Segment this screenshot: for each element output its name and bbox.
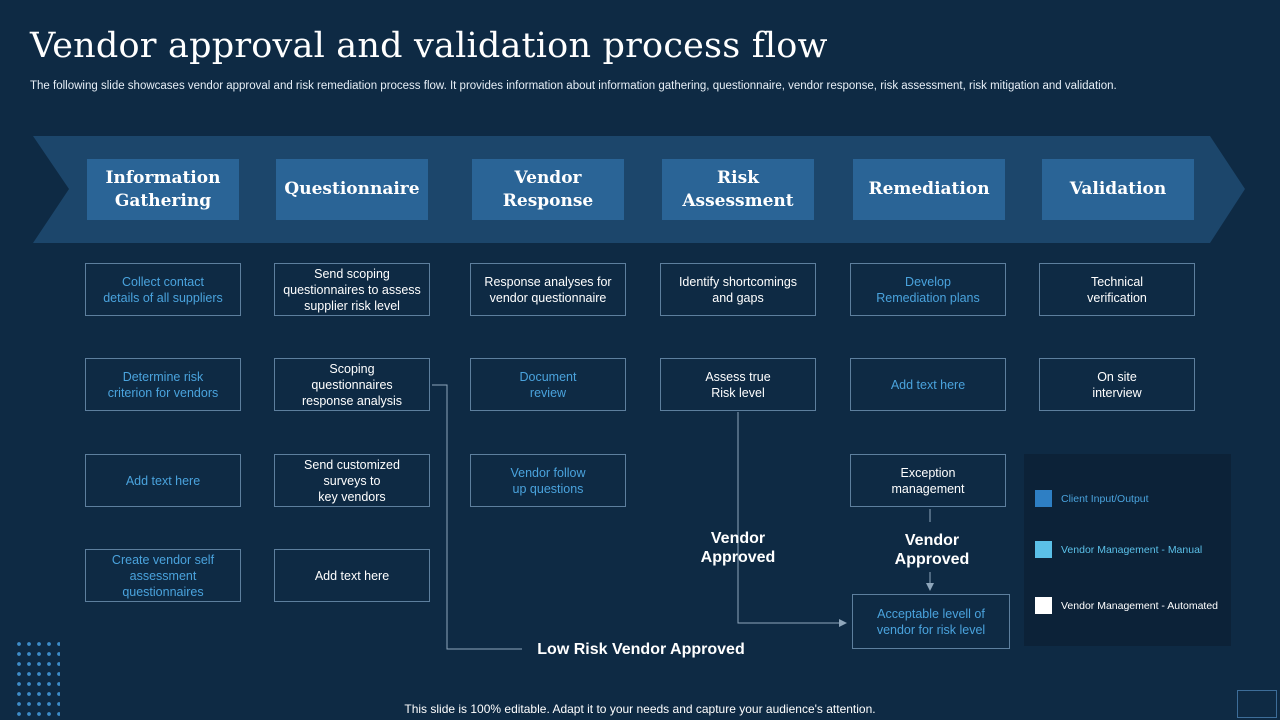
connector-risk-to-acceptable xyxy=(737,412,847,627)
legend-item-client-input-output: Client Input/Output xyxy=(1035,490,1149,507)
stage-validation: Validation xyxy=(1042,159,1194,220)
legend-swatch-manual xyxy=(1035,541,1052,558)
step-document-review: Document review xyxy=(470,358,626,411)
outcome-acceptable-risk-level: Acceptable levell of vendor for risk lev… xyxy=(852,594,1010,649)
step-on-site-interview: On site interview xyxy=(1039,358,1195,411)
legend-label-client: Client Input/Output xyxy=(1061,492,1149,505)
step-collect-contact-details: Collect contact details of all suppliers xyxy=(85,263,241,316)
footer-note: This slide is 100% editable. Adapt it to… xyxy=(404,702,876,716)
step-develop-remediation-plans: Develop Remediation plans xyxy=(850,263,1006,316)
stage-risk-assessment: Risk Assessment xyxy=(662,159,814,220)
legend-swatch-client xyxy=(1035,490,1052,507)
page-subtitle: The following slide showcases vendor app… xyxy=(30,80,1117,92)
step-scoping-response-analysis: Scoping questionnaires response analysis xyxy=(274,358,430,411)
outcome-low-risk-vendor-approved: Low Risk Vendor Approved xyxy=(537,641,745,658)
step-create-self-assessment: Create vendor self assessment questionna… xyxy=(85,549,241,602)
step-add-text-1: Add text here xyxy=(85,454,241,507)
legend-label-automated: Vendor Management - Automated xyxy=(1061,599,1219,612)
step-identify-shortcomings: Identify shortcomings and gaps xyxy=(660,263,816,316)
step-vendor-follow-up: Vendor follow up questions xyxy=(470,454,626,507)
stage-vendor-response: Vendor Response xyxy=(472,159,624,220)
outcome-vendor-approved-remediation: Vendor Approved xyxy=(894,532,970,568)
legend-item-manual: Vendor Management - Manual xyxy=(1035,541,1202,558)
step-send-customized-surveys: Send customized surveys to key vendors xyxy=(274,454,430,507)
stage-questionnaire: Questionnaire xyxy=(276,159,428,220)
decorative-corner-box xyxy=(1237,690,1277,718)
legend-item-automated: Vendor Management - Automated xyxy=(1035,597,1218,614)
step-assess-true-risk: Assess true Risk level xyxy=(660,358,816,411)
legend: Client Input/Output Vendor Management - … xyxy=(1024,454,1231,646)
page-title: Vendor approval and validation process f… xyxy=(30,26,828,66)
legend-label-manual: Vendor Management - Manual xyxy=(1061,543,1203,556)
stage-remediation: Remediation xyxy=(853,159,1005,220)
stage-information-gathering: Information Gathering xyxy=(87,159,239,220)
step-exception-management: Exception management xyxy=(850,454,1006,507)
step-send-scoping-questionnaires: Send scoping questionnaires to assess su… xyxy=(274,263,430,316)
outcome-vendor-approved-risk: Vendor Approved xyxy=(700,530,776,566)
step-technical-verification: Technical verification xyxy=(1039,263,1195,316)
step-add-text-3: Add text here xyxy=(850,358,1006,411)
legend-swatch-automated xyxy=(1035,597,1052,614)
step-add-text-2: Add text here xyxy=(274,549,430,602)
step-response-analyses: Response analyses for vendor questionnai… xyxy=(470,263,626,316)
step-determine-risk-criterion: Determine risk criterion for vendors xyxy=(85,358,241,411)
connector-scoping-to-low-risk xyxy=(432,384,522,650)
decorative-dot-grid xyxy=(14,639,60,719)
